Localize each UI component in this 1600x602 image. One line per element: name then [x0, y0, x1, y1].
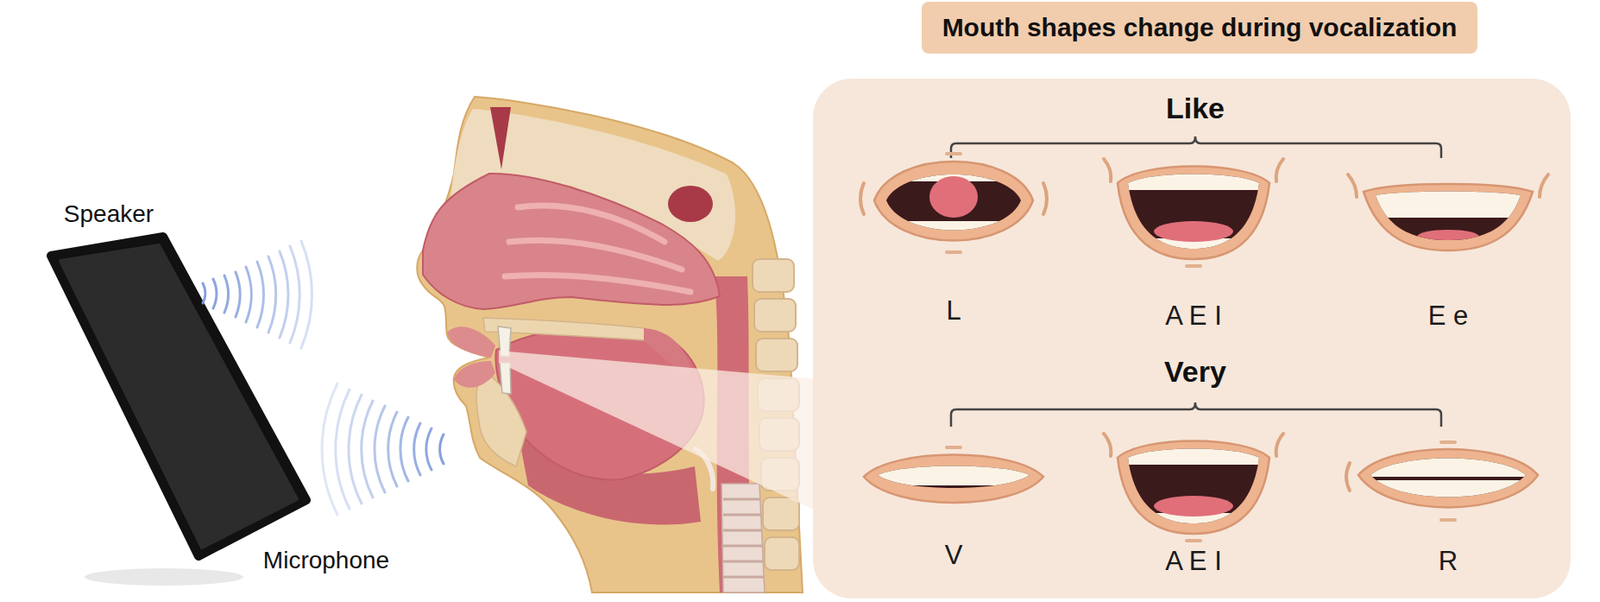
mouth-shape	[1103, 158, 1284, 266]
mouth-shape	[863, 447, 1044, 503]
speaker-waves	[202, 240, 313, 348]
panel-ground	[812, 78, 1571, 599]
mouth-shape	[1103, 433, 1284, 541]
phoneme-label: E e	[1428, 300, 1469, 332]
mouth-shape	[1348, 174, 1549, 251]
group-bracket	[951, 136, 1442, 158]
word-label: Very	[1164, 354, 1227, 389]
heading-box: Mouth shapes change during vocalization	[921, 1, 1479, 54]
focus-beam	[498, 350, 829, 517]
phoneme-label: L	[945, 295, 961, 327]
phone-screen	[60, 245, 297, 548]
mouth-shape	[860, 153, 1047, 252]
mouth-shape	[1346, 441, 1538, 520]
word-label: Like	[1165, 91, 1225, 126]
phoneme-label: A E I	[1165, 545, 1222, 577]
group-bracket	[951, 402, 1442, 427]
phoneme-label: A E I	[1165, 300, 1222, 332]
phoneme-label: R	[1438, 545, 1458, 577]
head-section	[416, 96, 803, 593]
heading-text: Mouth shapes change during vocalization	[942, 12, 1458, 44]
phoneme-label: V	[944, 539, 964, 571]
voice-waves	[321, 383, 444, 515]
phone-body	[50, 236, 307, 556]
mouth-shape-panel: LikeL A E I E e VeryV A E I R	[812, 78, 1571, 599]
speaker-label: Speaker	[63, 200, 154, 228]
microphone-label: Microphone	[263, 546, 390, 574]
phone-shadow	[84, 567, 244, 586]
